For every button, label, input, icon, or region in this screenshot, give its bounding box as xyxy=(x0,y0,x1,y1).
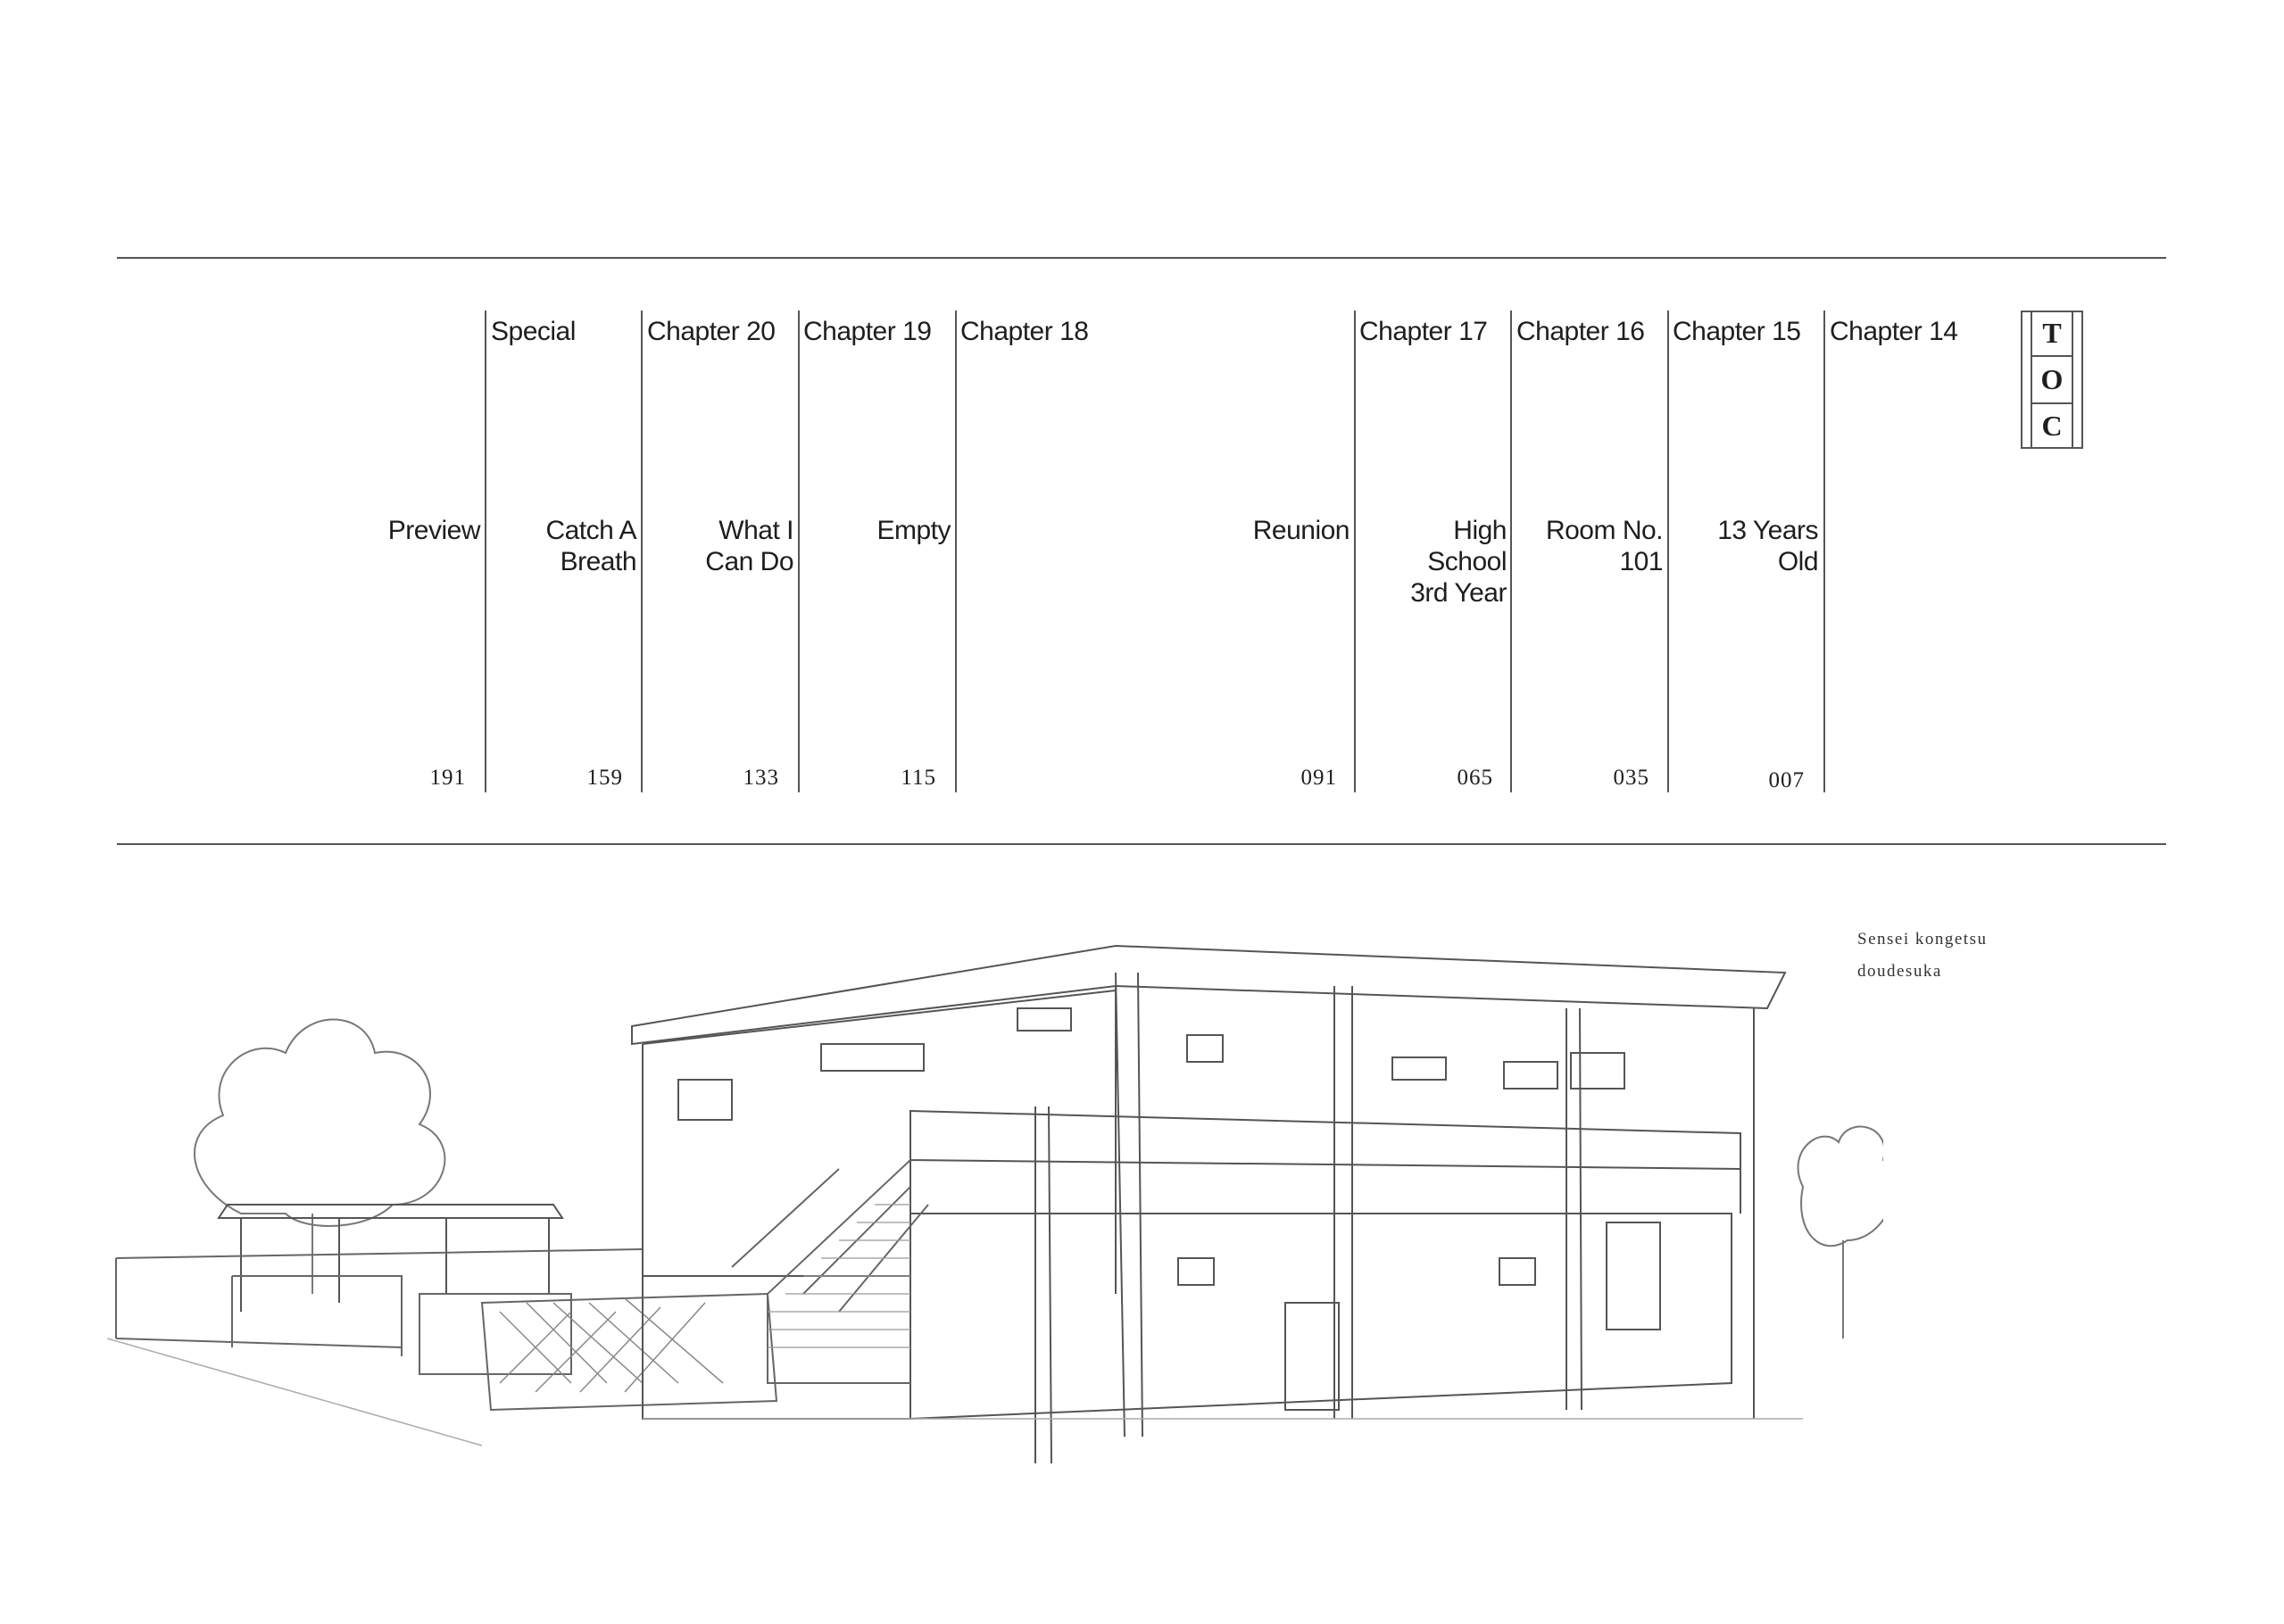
building-upper-wall xyxy=(642,986,1117,1294)
window xyxy=(1499,1257,1536,1286)
toc-title-special[interactable]: Catch A Breath xyxy=(545,516,636,576)
bottom-rule xyxy=(117,843,2166,845)
door xyxy=(1284,1302,1340,1411)
toc-label-chapter-15: Chapter 15 xyxy=(1673,317,1801,346)
toc-title-chapter-20[interactable]: What I Can Do xyxy=(705,516,793,576)
tree-sketch xyxy=(1797,1125,1883,1338)
toc-label-special: Special xyxy=(491,317,576,346)
toc-page-chapter-15: 007 xyxy=(1768,768,1805,792)
pillars xyxy=(1034,972,1755,1464)
toc-page-reunion: 091 xyxy=(1300,766,1337,790)
column-divider xyxy=(641,311,643,792)
window xyxy=(1017,1007,1072,1032)
building-lower-wall xyxy=(642,1213,1732,1420)
toc-page-chapter-16: 035 xyxy=(1613,766,1649,790)
window xyxy=(1391,1056,1447,1081)
toc-page-special: 159 xyxy=(586,766,623,790)
toc-label-chapter-20: Chapter 20 xyxy=(647,317,776,346)
toc-title-chapter-17[interactable]: High School 3rd Year xyxy=(1410,516,1507,608)
building-roof xyxy=(631,944,1787,1046)
window xyxy=(677,1079,733,1121)
column-divider xyxy=(798,311,800,792)
toc-page-chapter-17: 065 xyxy=(1457,766,1493,790)
column-divider xyxy=(955,311,957,792)
toc-title-chapter-19[interactable]: Empty xyxy=(876,516,951,545)
toc-label-chapter-18: Chapter 18 xyxy=(960,317,1089,346)
building-sign xyxy=(820,1043,925,1072)
column-divider xyxy=(1354,311,1356,792)
lattice-sketch xyxy=(499,1297,724,1393)
column-divider xyxy=(485,311,486,792)
ground-line xyxy=(107,1338,1803,1446)
column-divider xyxy=(1823,311,1825,792)
toc-title-preview[interactable]: Preview xyxy=(387,516,481,545)
toc-title-chapter-15[interactable]: 13 Years Old xyxy=(1717,516,1818,576)
toc-label-chapter-16: Chapter 16 xyxy=(1516,317,1645,346)
toc-page-preview: 191 xyxy=(429,766,466,790)
column-divider xyxy=(1510,311,1512,792)
fence-sketch xyxy=(115,1248,778,1412)
series-title-line1: Sensei kongetsu xyxy=(1857,930,1988,949)
staircase-sketch xyxy=(731,1159,929,1384)
top-rule xyxy=(117,257,2166,259)
carport-sketch xyxy=(217,1204,564,1312)
toc-badge: T O C xyxy=(2021,311,2083,449)
window xyxy=(1503,1061,1558,1090)
balcony-sketch xyxy=(909,1109,1741,1419)
window xyxy=(1186,1034,1224,1063)
toc-badge-letter: O xyxy=(2032,357,2072,404)
toc-label-chapter-17: Chapter 17 xyxy=(1359,317,1488,346)
door xyxy=(1606,1222,1661,1330)
apartment-building-sketch xyxy=(107,944,1883,1464)
toc-title-reunion[interactable]: Reunion xyxy=(1252,516,1350,545)
series-title-line2: doudesuka xyxy=(1857,962,1942,981)
window xyxy=(1570,1052,1625,1090)
column-divider xyxy=(1667,311,1669,792)
toc-page-chapter-20: 133 xyxy=(743,766,779,790)
toc-page-chapter-19: 115 xyxy=(901,766,936,790)
series-title: Sensei kongetsu doudesuka xyxy=(1857,924,1987,988)
toc-badge-letter: T xyxy=(2032,311,2072,358)
toc-title-chapter-16[interactable]: Room No. 101 xyxy=(1545,516,1664,576)
toc-label-chapter-14: Chapter 14 xyxy=(1830,317,1958,346)
toc-label-chapter-19: Chapter 19 xyxy=(803,317,932,346)
window xyxy=(1177,1257,1215,1286)
toc-badge-letter: C xyxy=(2041,410,2063,443)
